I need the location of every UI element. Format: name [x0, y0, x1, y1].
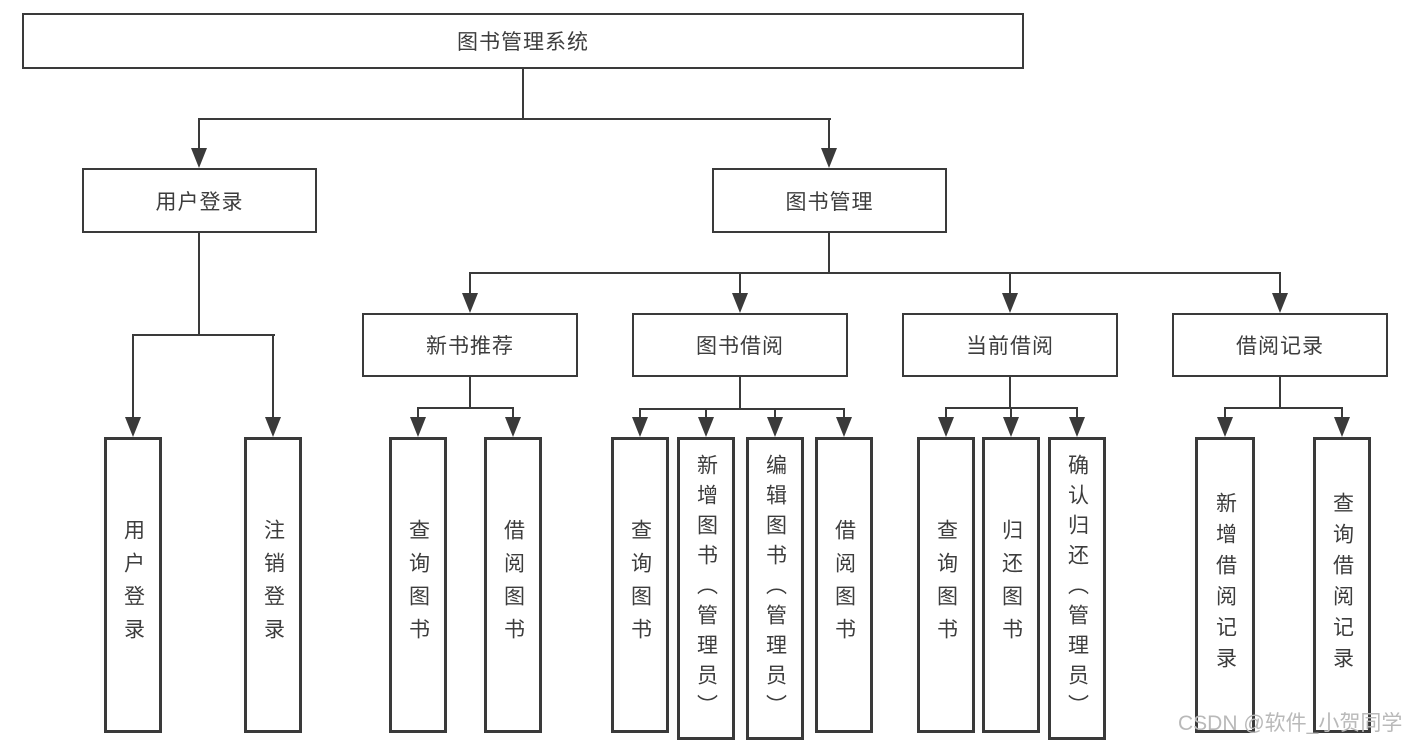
node-user-login: 用户登录 [82, 168, 317, 233]
connector-line [198, 118, 831, 120]
connector-line [1010, 407, 1012, 417]
connector-line [198, 232, 200, 336]
connector-line [739, 272, 741, 293]
leaf-query-borrow-record: 查询借阅记录 [1313, 437, 1371, 733]
connector-line [828, 118, 830, 148]
arrow-down-icon [1334, 417, 1350, 437]
connector-line [774, 408, 776, 417]
leaf-label: 新增借阅记录 [1213, 492, 1237, 678]
connector-line [512, 407, 514, 417]
leaf-label: 用户登录 [121, 519, 145, 651]
arrow-down-icon [1003, 417, 1019, 437]
connector-line [198, 118, 200, 148]
connector-line [417, 407, 419, 417]
leaf-label: 查询图书 [628, 519, 652, 651]
connector-line [1279, 376, 1281, 409]
connector-line [828, 232, 830, 274]
arrow-down-icon [1217, 417, 1233, 437]
node-label: 新书推荐 [426, 335, 514, 358]
node-new-book-recommend: 新书推荐 [362, 313, 578, 377]
connector-line [705, 408, 707, 417]
connector-line [132, 334, 275, 336]
leaf-query-books-recommend: 查询图书 [389, 437, 447, 733]
leaf-label: 查询图书 [934, 519, 958, 651]
connector-line [1341, 407, 1343, 417]
arrow-down-icon [505, 417, 521, 437]
node-label: 图书管理 [785, 190, 874, 214]
connector-line [639, 408, 641, 417]
leaf-logout: 注销登录 [244, 437, 302, 733]
connector-line [1224, 407, 1343, 409]
arrow-down-icon [410, 417, 426, 437]
connector-line [417, 407, 514, 409]
connector-line [1224, 407, 1226, 417]
leaf-label: 确认归还（管理员） [1065, 453, 1089, 724]
leaf-label: 查询借阅记录 [1330, 492, 1354, 678]
arrow-down-icon [632, 417, 648, 437]
leaf-label: 归还图书 [999, 519, 1023, 651]
arrow-down-icon [265, 417, 281, 437]
leaf-label: 借阅图书 [832, 519, 856, 651]
arrow-down-icon [125, 417, 141, 437]
leaf-user-login: 用户登录 [104, 437, 162, 733]
arrow-down-icon [1069, 417, 1085, 437]
node-library-system: 图书管理系统 [22, 13, 1024, 69]
arrow-down-icon [1272, 293, 1288, 313]
arrow-down-icon [698, 417, 714, 437]
leaf-borrow-books-recommend: 借阅图书 [484, 437, 542, 733]
leaf-return-books: 归还图书 [982, 437, 1040, 733]
connector-line [739, 376, 741, 410]
connector-line [1279, 272, 1281, 293]
leaf-label: 新增图书（管理员） [694, 453, 718, 724]
leaf-label: 注销登录 [261, 519, 285, 651]
arrow-down-icon [821, 148, 837, 168]
node-label: 图书管理系统 [457, 31, 589, 54]
arrow-down-icon [462, 293, 478, 313]
leaf-borrow-books-borrowing: 借阅图书 [815, 437, 873, 733]
leaf-edit-book-admin: 编辑图书（管理员） [746, 437, 804, 740]
connector-line [522, 68, 524, 120]
watermark: CSDN @软件_小贺同学 [1178, 712, 1403, 735]
leaf-add-book-admin: 新增图书（管理员） [677, 437, 735, 740]
connector-line [1009, 272, 1011, 293]
leaf-confirm-return-admin: 确认归还（管理员） [1048, 437, 1106, 740]
node-borrowing-records: 借阅记录 [1172, 313, 1388, 377]
connector-line [843, 408, 845, 417]
connector-line [945, 407, 947, 417]
connector-line [469, 376, 471, 409]
connector-line [272, 334, 274, 417]
connector-line [469, 272, 1281, 274]
leaf-label: 编辑图书（管理员） [763, 453, 787, 724]
arrow-down-icon [732, 293, 748, 313]
connector-line [132, 334, 134, 417]
node-label: 借阅记录 [1236, 335, 1324, 358]
node-book-management: 图书管理 [712, 168, 947, 233]
connector-line [1009, 376, 1011, 409]
node-current-borrowing: 当前借阅 [902, 313, 1118, 377]
connector-line [469, 272, 471, 293]
connector-line [639, 408, 845, 410]
leaf-label: 借阅图书 [501, 519, 525, 651]
arrow-down-icon [1002, 293, 1018, 313]
node-label: 用户登录 [155, 190, 244, 214]
connector-line [1076, 407, 1078, 417]
leaf-add-borrow-record: 新增借阅记录 [1195, 437, 1255, 733]
node-book-borrowing: 图书借阅 [632, 313, 848, 377]
leaf-query-books-borrowing: 查询图书 [611, 437, 669, 733]
leaf-label: 查询图书 [406, 519, 430, 651]
leaf-query-books-current: 查询图书 [917, 437, 975, 733]
node-label: 图书借阅 [696, 335, 784, 358]
arrow-down-icon [938, 417, 954, 437]
arrow-down-icon [767, 417, 783, 437]
arrow-down-icon [191, 148, 207, 168]
arrow-down-icon [836, 417, 852, 437]
node-label: 当前借阅 [966, 335, 1054, 358]
